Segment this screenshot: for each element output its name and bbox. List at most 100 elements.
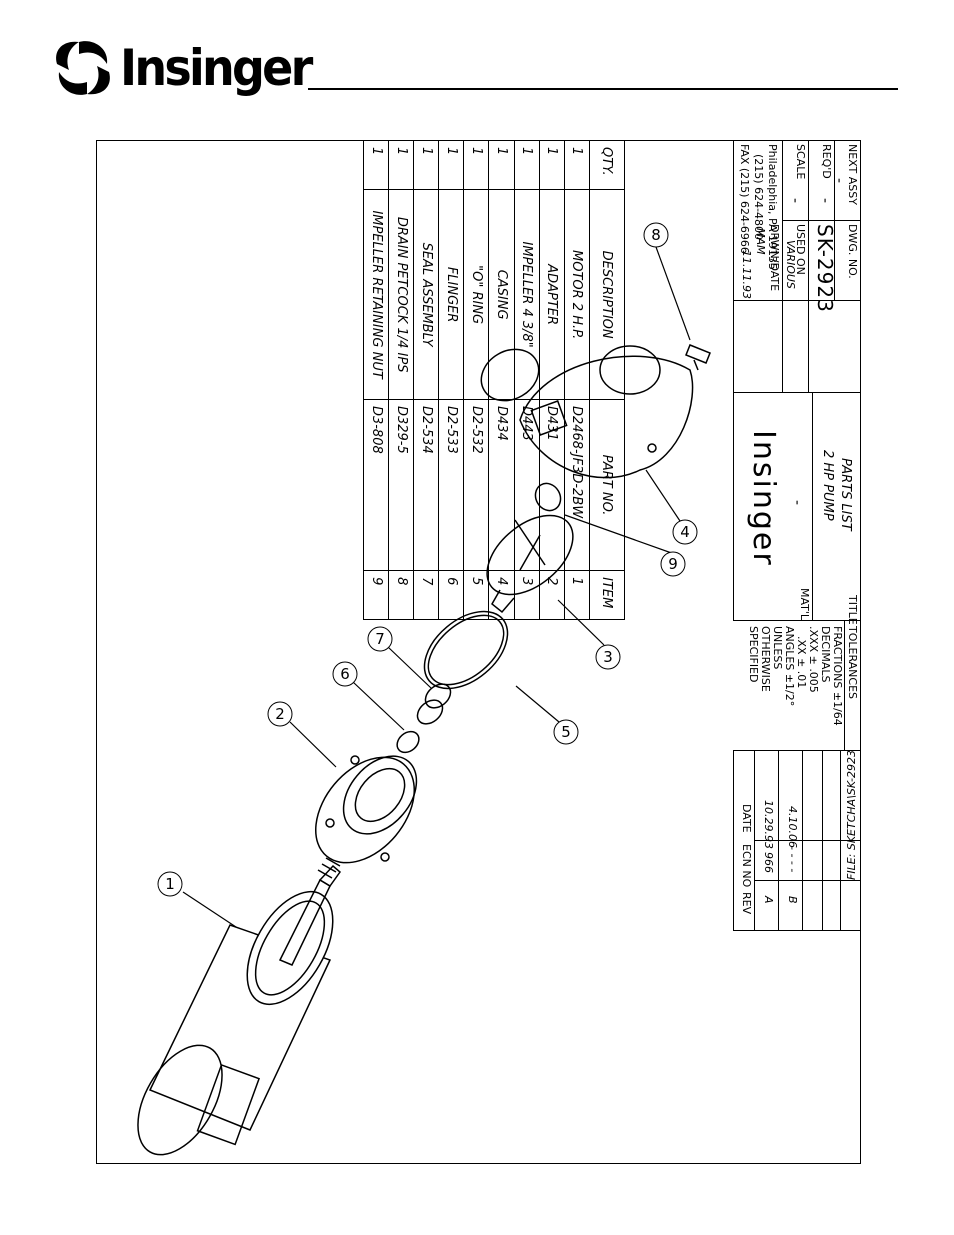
item-cell: 7 <box>413 570 439 620</box>
adapter-part <box>314 755 418 864</box>
balloon-7: 7 <box>367 626 393 652</box>
description-cell: MOTOR 2 H.P. <box>564 189 590 400</box>
part-no-header: PART NO. <box>589 399 625 571</box>
file-label: FILE: SKETCHA\SK-2923 <box>845 750 858 880</box>
svg-text:6: 6 <box>340 665 350 683</box>
qty-cell: 1 <box>489 140 515 190</box>
item-cell: 3 <box>514 570 540 620</box>
balloon-9: 9 <box>660 551 686 577</box>
svg-text:4: 4 <box>680 523 690 541</box>
qty-cell: 1 <box>514 140 540 190</box>
petcock-part <box>685 344 711 371</box>
tolerances-title: TOLERANCES <box>846 626 859 700</box>
item-header: ITEM <box>589 570 625 620</box>
motor-part <box>137 857 342 1156</box>
scale-value: - <box>787 198 803 204</box>
title-block: NEXT ASSY - DWG. NO. REQ'D - SK-2923 SCA… <box>733 140 861 1164</box>
balloon-2: 2 <box>267 701 293 727</box>
brand-logo: Insinger <box>52 36 327 100</box>
qty-cell: 1 <box>363 140 389 190</box>
rev-date-header: DATE <box>740 804 753 833</box>
reqd-value: - <box>817 198 833 204</box>
description-cell: DRAIN PETCOCK 1/4 IPS <box>388 189 414 400</box>
description-cell: "O" RING <box>463 189 489 400</box>
item-cell: 1 <box>564 570 590 620</box>
svg-text:7: 7 <box>375 630 385 648</box>
dwg-no-label: DWG. NO. <box>846 224 859 279</box>
scale-label: SCALE <box>794 144 807 180</box>
o-ring-part <box>423 610 509 690</box>
item-cell: 8 <box>388 570 414 620</box>
part-no-cell: D443 <box>514 399 540 571</box>
parts-list-header: QTY. DESCRIPTION PART NO. ITEM <box>589 140 625 620</box>
matl-label: MAT'L <box>798 588 811 621</box>
svg-text:1: 1 <box>165 875 175 893</box>
rev-b: B <box>786 896 799 904</box>
svg-text:2: 2 <box>275 705 285 723</box>
description-cell: IMPELLER 4 3/8" <box>514 189 540 400</box>
leader-lines <box>182 246 691 928</box>
next-assy-label: NEXT ASSY <box>846 144 859 205</box>
tolerance-line-4: .XX ± .01 <box>795 636 808 689</box>
qty-cell: 1 <box>388 140 414 190</box>
header-divider <box>308 88 898 90</box>
description-cell: IMPELLER RETAINING NUT <box>363 189 389 400</box>
balloon-1: 1 <box>157 871 183 897</box>
matl-value: - <box>789 500 805 506</box>
title-line-1: PARTS LIST <box>838 458 853 531</box>
seal-part <box>416 683 452 725</box>
part-no-cell: D2468-JF3D-2BW <box>564 399 590 571</box>
impeller-part <box>486 514 574 614</box>
tolerance-line-6: UNLESS <box>771 626 784 670</box>
part-no-cell: D2-532 <box>463 399 489 571</box>
qty-cell: 1 <box>539 140 565 190</box>
item-cell: 2 <box>539 570 565 620</box>
next-assy-value: - <box>831 178 847 184</box>
rev-a-date: 10.29.93 <box>762 800 775 849</box>
part-no-cell: D434 <box>489 399 515 571</box>
balloon-4: 4 <box>672 519 698 545</box>
part-no-cell: D2-533 <box>438 399 464 571</box>
drawn-date: 11.11.93 <box>740 250 753 299</box>
description-cell: SEAL ASSEMBLY <box>413 189 439 400</box>
rev-ecn-header: ECN NO <box>740 844 753 888</box>
item-cell: 4 <box>489 570 515 620</box>
balloon-6: 6 <box>332 661 358 687</box>
part-no-cell: D431 <box>539 399 565 571</box>
description-cell: FLINGER <box>438 189 464 400</box>
svg-text:8: 8 <box>651 226 661 244</box>
used-on-value: VARIOUS <box>784 240 797 289</box>
item-cell: 9 <box>363 570 389 620</box>
tolerance-line-5: ANGLES ±1/2° <box>783 626 796 707</box>
tolerance-line-8: SPECIFIED <box>747 626 760 683</box>
item-cell: 6 <box>438 570 464 620</box>
reqd-label: REQ'D <box>820 144 833 179</box>
tolerance-line-1: FRACTIONS ±1/64 <box>831 626 844 726</box>
description-cell: CASING <box>489 189 515 400</box>
svg-text:5: 5 <box>561 723 571 741</box>
flinger-part <box>396 730 420 754</box>
rev-b-date: 4.10.06 <box>786 806 799 848</box>
balloon-3: 3 <box>595 644 621 670</box>
rev-b-ecn: - - - - <box>786 846 799 873</box>
title-label: TITLE <box>846 595 859 625</box>
brand-name: Insinger <box>120 39 313 97</box>
rev-a-ecn: 966 <box>762 852 775 873</box>
qty-cell: 1 <box>413 140 439 190</box>
rev-header: REV <box>740 892 753 915</box>
svg-text:3: 3 <box>603 648 613 666</box>
address-line-3: FAX (215) 624-6966 <box>738 144 751 254</box>
tolerance-line-7: OTHERWISE <box>759 626 772 692</box>
part-no-cell: D3-808 <box>363 399 389 571</box>
title-line-2: 2 HP PUMP <box>820 450 835 521</box>
